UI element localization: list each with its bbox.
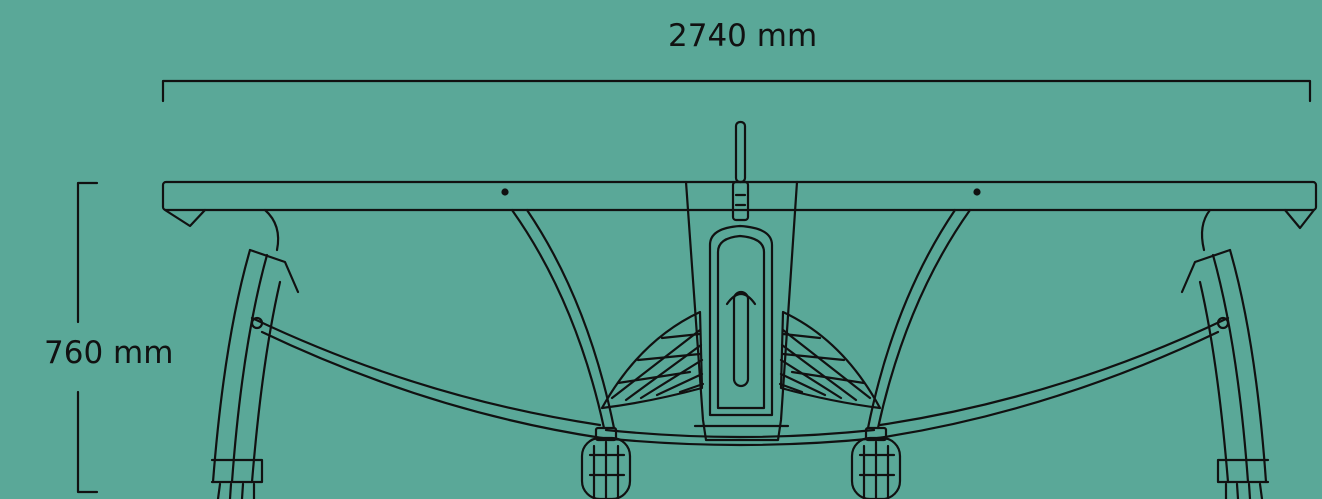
width-dimension-label: 2740 mm [668, 18, 818, 54]
right-mesh-panel [778, 310, 882, 410]
right-wheel [850, 426, 902, 499]
width-dimension-line [161, 79, 1312, 103]
right-leg [1180, 208, 1270, 499]
inner-struts [510, 208, 972, 430]
left-mesh-panel [600, 310, 705, 410]
center-housing [684, 180, 799, 442]
height-dimension-label: 760 mm [44, 335, 174, 371]
net-post [731, 120, 750, 222]
height-dimension-line [76, 181, 99, 494]
lower-cross-bars [250, 316, 1230, 447]
left-wheel [580, 426, 632, 499]
left-leg [210, 208, 300, 499]
